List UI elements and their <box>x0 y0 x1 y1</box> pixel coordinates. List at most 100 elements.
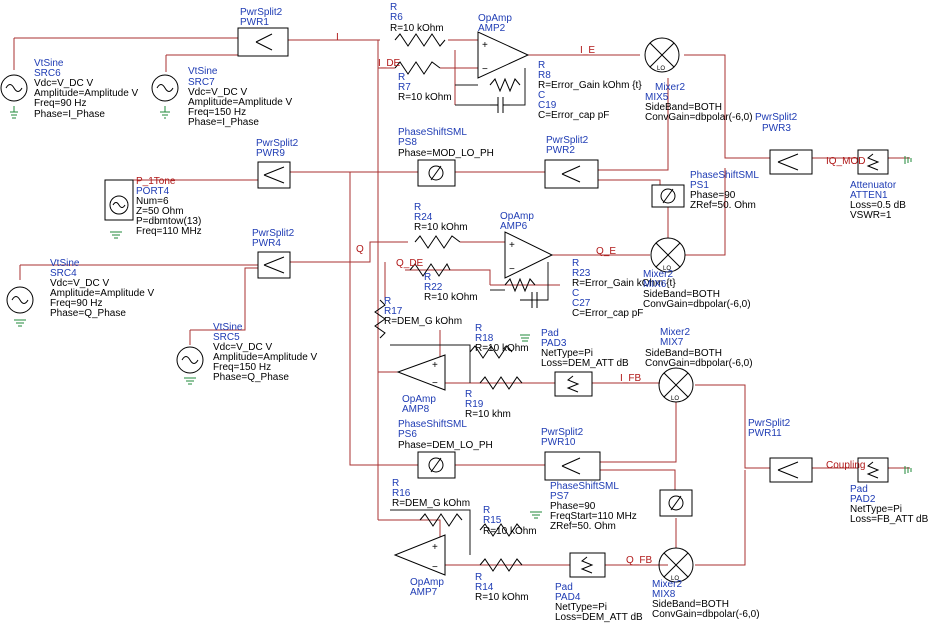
source-src5-symbol[interactable] <box>176 346 204 374</box>
svg-text:Loss=0.5 dB: Loss=0.5 dB <box>850 200 906 211</box>
svg-text:Pad: Pad <box>555 582 573 593</box>
opamp-amp6-symbol[interactable]: +− <box>504 231 554 279</box>
mixer-mix5-symbol[interactable]: LO <box>644 37 680 73</box>
svg-text:Loss=DEM_ATT dB: Loss=DEM_ATT dB <box>555 612 643 623</box>
mixer-mix8-symbol[interactable]: LO <box>658 547 694 583</box>
label-amp6: OpAmp AMP6 <box>500 211 534 232</box>
opamp-amp2-symbol[interactable]: +− <box>477 31 530 79</box>
label-r16: R R16 R=DEM_G kOhm <box>392 478 470 509</box>
net-label-coupling: Coupling <box>826 460 865 471</box>
svg-text:Vdc=V_DC V: Vdc=V_DC V <box>213 342 273 353</box>
svg-text:PwrSplit2: PwrSplit2 <box>240 7 283 18</box>
svg-text:PhaseShiftSML: PhaseShiftSML <box>398 419 467 430</box>
svg-text:LO: LO <box>657 66 665 72</box>
svg-text:AMP6: AMP6 <box>500 221 528 232</box>
phaseshift-ps8-symbol[interactable] <box>417 159 456 187</box>
svg-text:R23: R23 <box>572 268 591 279</box>
pad-pad4-symbol[interactable] <box>569 552 606 578</box>
pwrsplit-pwr2-symbol[interactable] <box>544 159 599 189</box>
opamp-amp8-symbol[interactable]: +− <box>396 354 446 391</box>
resistor-r8[interactable] <box>489 77 521 93</box>
svg-text:PwrSplit2: PwrSplit2 <box>748 418 791 429</box>
source-src6-symbol[interactable] <box>0 74 28 102</box>
svg-text:−: − <box>432 562 438 573</box>
svg-text:−: − <box>482 64 488 75</box>
svg-text:Vdc=V_DC V: Vdc=V_DC V <box>34 78 94 89</box>
attenuator-atten1-symbol[interactable] <box>857 149 889 175</box>
svg-text:VtSine: VtSine <box>50 258 80 269</box>
svg-text:NetType=Pi: NetType=Pi <box>555 602 607 613</box>
svg-text:C: C <box>572 288 579 299</box>
capacitor-c27[interactable] <box>520 292 548 308</box>
pad-pad2-symbol[interactable] <box>857 457 889 483</box>
resistor-r23[interactable] <box>504 277 536 293</box>
resistor-r19[interactable] <box>479 376 523 390</box>
mixer-mix6-symbol[interactable]: LO <box>650 237 686 273</box>
mixer-mix7-symbol[interactable]: LO <box>658 367 694 403</box>
net-label-i: I <box>336 32 339 43</box>
svg-text:R14: R14 <box>475 582 494 593</box>
svg-text:R: R <box>392 478 399 489</box>
resistor-r7[interactable] <box>394 61 441 75</box>
source-src4-symbol[interactable] <box>6 286 34 314</box>
svg-text:R=10 kOhm: R=10 kOhm <box>424 292 478 303</box>
svg-text:VtSine: VtSine <box>188 66 218 77</box>
svg-text:R=DEM_G kOhm: R=DEM_G kOhm <box>384 316 462 327</box>
pwrsplit-pwr4-symbol[interactable] <box>257 251 291 279</box>
pwrsplit-pwr1-symbol[interactable] <box>237 27 289 57</box>
opamp-amp7-symbol[interactable]: +− <box>393 534 446 576</box>
pwrsplit-pwr9-symbol[interactable] <box>257 161 291 189</box>
svg-text:PS7: PS7 <box>550 491 569 502</box>
phaseshift-ps1-symbol[interactable] <box>651 184 685 208</box>
svg-text:R24: R24 <box>414 212 433 223</box>
svg-text:PwrSplit2: PwrSplit2 <box>546 135 589 146</box>
svg-text:C27: C27 <box>572 298 591 309</box>
resistor-r6[interactable] <box>394 33 446 47</box>
label-c27: C C27 C=Error_cap pF <box>572 288 643 319</box>
net-label-i-de: I_DE <box>378 58 401 69</box>
svg-text:Freq=90 Hz: Freq=90 Hz <box>34 98 87 109</box>
svg-text:OpAmp: OpAmp <box>478 13 512 24</box>
pwrsplit-pwr3-symbol[interactable] <box>769 149 813 175</box>
resistor-r14[interactable] <box>479 558 523 572</box>
svg-text:+: + <box>432 542 438 553</box>
svg-text:SRC4: SRC4 <box>50 268 77 279</box>
svg-text:NetType=Pi: NetType=Pi <box>541 348 593 359</box>
capacitor-c19[interactable] <box>490 97 510 113</box>
phaseshift-ps7-symbol[interactable] <box>659 489 693 517</box>
pwrsplit-pwr10-symbol[interactable] <box>544 451 601 481</box>
svg-text:PS6: PS6 <box>398 429 417 440</box>
svg-text:AMP8: AMP8 <box>402 404 430 415</box>
label-r6: R R6 R=10 kOhm <box>390 2 444 34</box>
svg-text:C=Error_cap pF: C=Error_cap pF <box>538 110 609 121</box>
label-pwr10: PwrSplit2 PWR10 <box>541 427 584 448</box>
resistor-r18[interactable] <box>469 345 513 359</box>
resistor-r22[interactable] <box>409 263 451 277</box>
resistor-r16[interactable] <box>419 513 463 527</box>
svg-text:AMP7: AMP7 <box>410 587 438 598</box>
svg-text:SideBand=BOTH: SideBand=BOTH <box>645 102 722 113</box>
svg-text:Num=6: Num=6 <box>136 196 169 207</box>
label-pwr2: PwrSplit2 PWR2 <box>546 135 589 156</box>
svg-text:ZRef=50. Ohm: ZRef=50. Ohm <box>550 521 616 532</box>
phaseshift-ps6-symbol[interactable] <box>417 451 456 479</box>
svg-text:Amplitude=Amplitude V: Amplitude=Amplitude V <box>213 352 318 363</box>
label-pwr1: PwrSplit2 PWR1 <box>240 7 283 28</box>
resistor-r15[interactable] <box>479 523 523 537</box>
source-src7-symbol[interactable] <box>151 74 179 102</box>
label-pwr4: PwrSplit2 PWR4 <box>252 228 295 249</box>
resistor-r24[interactable] <box>414 235 461 249</box>
pad-pad3-symbol[interactable] <box>554 371 593 397</box>
svg-text:ZRef=50. Ohm: ZRef=50. Ohm <box>690 200 756 211</box>
label-pwr11: PwrSplit2 PWR11 <box>748 418 791 439</box>
label-pwr3: PwrSplit2 PWR3 <box>755 112 798 134</box>
port4-symbol[interactable] <box>104 179 134 221</box>
svg-text:Vdc=V_DC V: Vdc=V_DC V <box>50 278 110 289</box>
pwrsplit-pwr11-symbol[interactable] <box>769 457 813 483</box>
resistor-r17[interactable] <box>374 299 386 339</box>
svg-text:Phase=90: Phase=90 <box>550 501 596 512</box>
label-ps1: PhaseShiftSML PS1 Phase=90 ZRef=50. Ohm <box>690 170 759 211</box>
label-c19: C C19 C=Error_cap pF <box>538 90 609 121</box>
svg-text:ConvGain=dbpolar(-6,0): ConvGain=dbpolar(-6,0) <box>643 299 751 310</box>
